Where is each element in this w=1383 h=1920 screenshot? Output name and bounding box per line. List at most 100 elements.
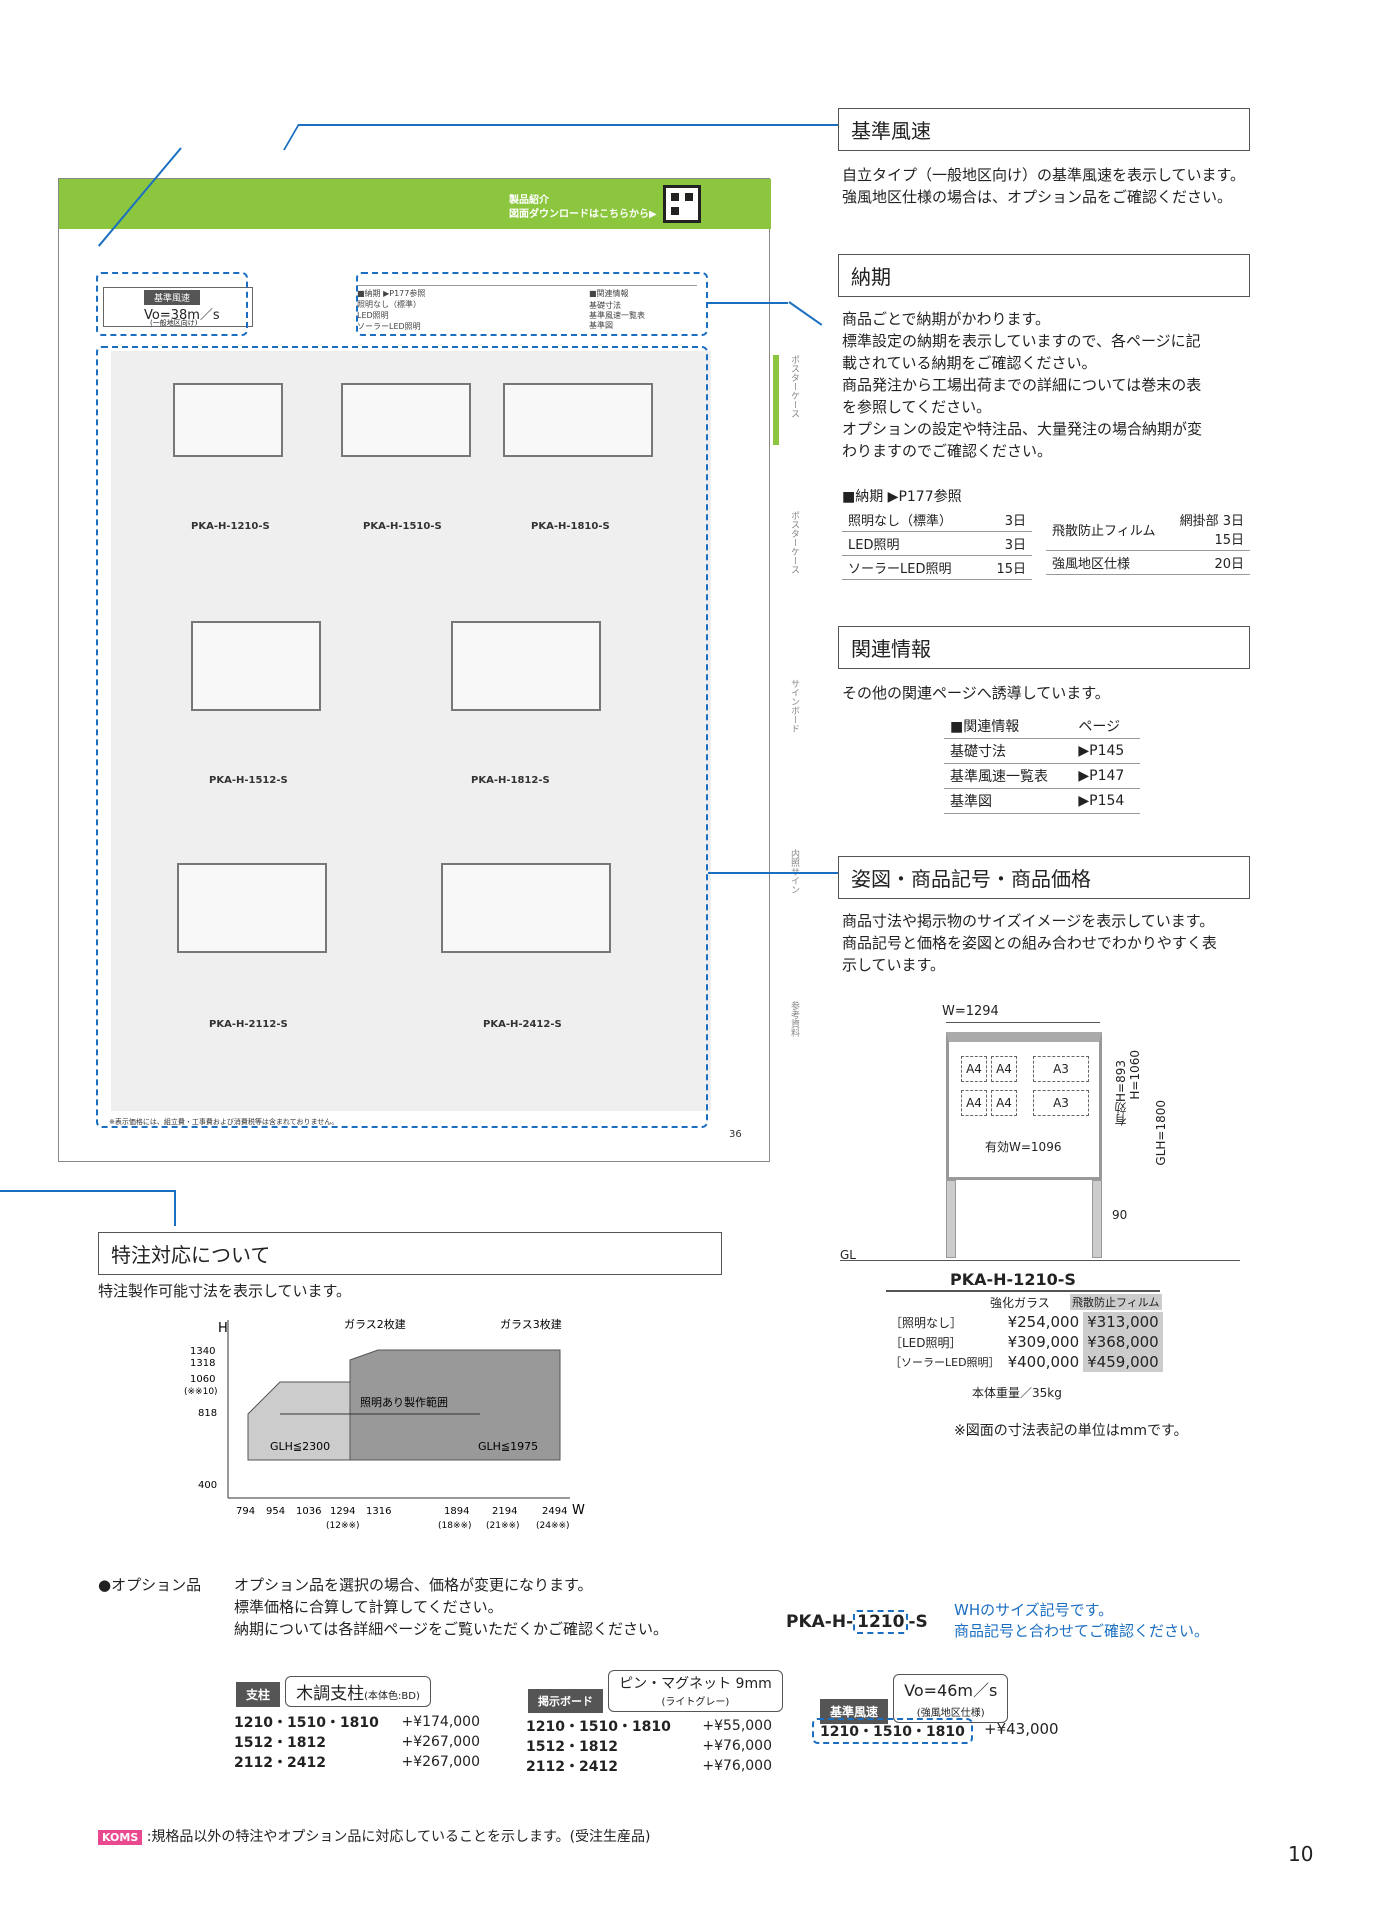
thumb-delivery-row: LED照明 — [357, 311, 389, 320]
y-tick: 1060 — [190, 1374, 215, 1385]
thumb-model-label: PKA-H-1210-S — [191, 521, 270, 532]
glass3-label: ガラス3枚建 — [500, 1317, 562, 1331]
thumb-side-index: ポスターケース — [789, 511, 799, 574]
x-tick: 794 — [236, 1506, 255, 1517]
post-price-table: 1210・1510・1810+¥174,000 1512・1812+¥267,0… — [234, 1712, 480, 1772]
table-cell: +¥55,000 — [702, 1718, 772, 1734]
delivery-text: 標準設定の納期を表示していますので、各ページに記 — [842, 332, 1201, 350]
wind-option-sub: (強風地区仕様) — [916, 1708, 985, 1719]
panel-a4: A4 — [991, 1090, 1017, 1116]
thumb-wind-label: 基準風速 — [144, 290, 201, 305]
wind-option-size: 1210・1510・1810 — [812, 1718, 973, 1744]
y-tick: 1318 — [190, 1358, 215, 1369]
thumb-page-number: 36 — [729, 1129, 742, 1140]
thumb-products-area: PKA-H-1210-S PKA-H-1510-S PKA-H-1810-S P… — [111, 351, 711, 1111]
model-code-example: PKA-H-1210-S — [786, 1610, 928, 1634]
qr-code-icon[interactable] — [663, 185, 701, 223]
option-text: オプション品を選択の場合、価格が変更になります。 — [234, 1576, 593, 1594]
range-glass3 — [349, 1349, 561, 1461]
y-tick: 1340 — [190, 1346, 215, 1357]
x-tick: 954 — [266, 1506, 285, 1517]
figure-post — [946, 1180, 956, 1258]
thumb-side-index: サインボード — [789, 679, 799, 733]
table-row: 1210・1510・1810+¥174,000 — [234, 1712, 480, 1732]
table-row: ［照明なし］¥254,000¥313,000 — [886, 1312, 1163, 1332]
connector-line — [788, 301, 823, 326]
panel-a4: A4 — [961, 1090, 987, 1116]
thumb-related-row: 基礎寸法 — [589, 301, 621, 310]
figure-price-table: ［照明なし］¥254,000¥313,000 ［LED照明］¥309,000¥3… — [886, 1312, 1163, 1372]
table-cell: 1512・1812 — [526, 1739, 618, 1755]
heading-related: 関連情報 — [838, 626, 1250, 669]
table-cell: +¥267,000 — [401, 1734, 480, 1750]
table-cell: 基礎寸法 — [944, 738, 1073, 764]
table-row: ［LED照明］¥309,000¥368,000 — [886, 1332, 1163, 1352]
x-tick: 1036 — [296, 1506, 321, 1517]
option-board: 掲示ボード ピン・マグネット 9mm(ライトグレー) — [528, 1670, 788, 1713]
table-cell: 飛散防止フィルム — [1046, 508, 1169, 551]
option-text: 納期については各詳細ページをご覧いただくかご確認ください。 — [234, 1620, 668, 1638]
thumb-delivery-row: 照明なし（標準） — [357, 300, 421, 309]
thumb-bar-text2: 図面ダウンロードはこちらから▶ — [509, 209, 657, 220]
axis-h-label: H — [218, 1321, 228, 1336]
table-cell: 15日 — [981, 555, 1032, 580]
thumb-related-row: 基準風速一覧表 — [589, 311, 645, 320]
table-row: 1512・1812+¥76,000 — [526, 1736, 772, 1756]
table-cell: 1210・1510・1810 — [234, 1715, 379, 1731]
wind-option-price: +¥43,000 — [984, 1720, 1059, 1738]
board-price-table: 1210・1510・1810 +¥55,000 1512・1812+¥76,000… — [526, 1716, 772, 1776]
table-cell: 15日 — [1214, 533, 1244, 548]
ground-level-label: GL — [840, 1248, 856, 1262]
table-row: 1512・1812+¥267,000 — [234, 1732, 480, 1752]
figure-cabinet: A4 A4 A3 A4 A4 A3 有効W=1096 — [946, 1032, 1102, 1180]
connector-line — [174, 1190, 176, 1226]
special-size-chart: H W ガラス2枚建 ガラス3枚建 照明あり製作範囲 GLH≦2300 GLH≦… — [184, 1317, 585, 1531]
dim-h2: H=1060 — [1128, 1050, 1142, 1100]
table-row: 基準図▶P154 — [944, 788, 1140, 814]
heading-special: 特注対応について — [98, 1232, 722, 1275]
special-text: 特注製作可能寸法を表示しています。 — [98, 1282, 352, 1300]
model-suffix: -S — [908, 1612, 928, 1632]
option-text: 標準価格に合算して計算してください。 — [234, 1598, 503, 1616]
board-sub: (ライトグレー) — [661, 1697, 730, 1708]
rule — [886, 1290, 1160, 1292]
table-row: 1210・1510・1810 +¥55,000 — [526, 1716, 772, 1736]
model-prefix: PKA-H- — [786, 1612, 854, 1632]
thumb-cabinet-1810 — [503, 383, 653, 457]
connector-line — [282, 124, 300, 150]
wh-note-line: 商品記号と合わせてご確認ください。 — [954, 1622, 1210, 1640]
post-name: 木調支柱 — [296, 1684, 365, 1704]
table-cell: 網掛部 3日 — [1179, 514, 1244, 529]
figure-post — [1092, 1180, 1102, 1258]
figure-note: ※図面の寸法表記の単位はmmです。 — [954, 1423, 1188, 1439]
thumb-cabinet-1210 — [173, 383, 283, 457]
table-row: 飛散防止フィルム網掛部 3日 15日 — [1046, 508, 1250, 551]
thumb-model-label: PKA-H-1810-S — [531, 521, 610, 532]
table-row: ■関連情報ページ — [944, 714, 1140, 739]
table-cell: 3日 — [981, 508, 1032, 532]
table-cell: 1210・1510・1810 — [526, 1719, 671, 1735]
figure-model-code: PKA-H-1210-S — [950, 1270, 1076, 1289]
table-cell: ¥254,000 — [1007, 1313, 1080, 1331]
table-cell: 基準図 — [944, 788, 1073, 814]
x-tick: 2494 — [542, 1506, 567, 1517]
thumb-cabinet-1510 — [341, 383, 471, 457]
thumb-note: ※表示価格には、組立費・工事費および消費税等は含まれておりません。 — [109, 1118, 339, 1126]
thumb-model-label: PKA-H-2412-S — [483, 1019, 562, 1030]
effective-width-label: 有効W=1096 — [985, 1140, 1062, 1154]
heading-figure: 姿図・商品記号・商品価格 — [838, 856, 1250, 899]
thumb-bar-text1: 製品紹介 — [509, 195, 549, 206]
wh-note: WHのサイズ記号です。 商品記号と合わせてご確認ください。 — [954, 1600, 1209, 1642]
x-tick: 2194 — [492, 1506, 517, 1517]
figure-text: 商品記号と価格を姿図との組み合わせでわかりやすく表 — [842, 934, 1217, 952]
delivery-text: 載されている納期をご確認ください。 — [842, 354, 1097, 372]
table-cell: ページ — [1072, 714, 1140, 739]
table-cell: ■関連情報 — [944, 714, 1073, 739]
option-wind: 基準風速 Vo=46m／s(強風地区仕様) — [820, 1674, 1080, 1724]
connector-line — [708, 302, 788, 304]
board-tag: 掲示ボード — [528, 1689, 603, 1713]
x-subtick: (18※※) — [438, 1521, 472, 1531]
